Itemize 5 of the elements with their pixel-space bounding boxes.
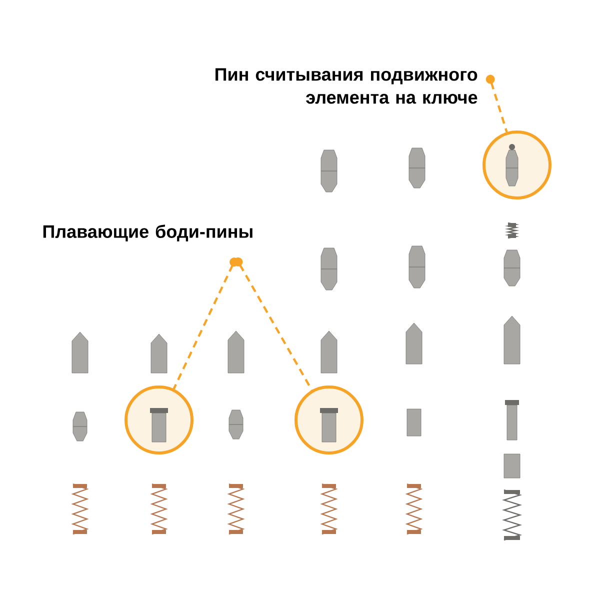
leader-line <box>234 257 313 391</box>
leader-line <box>172 258 239 390</box>
callout-text: Плавающие боди-пины <box>43 224 252 242</box>
leader-line <box>486 74 508 132</box>
callout-text: Пин считывания подвижного элемента на ключе <box>216 68 478 104</box>
